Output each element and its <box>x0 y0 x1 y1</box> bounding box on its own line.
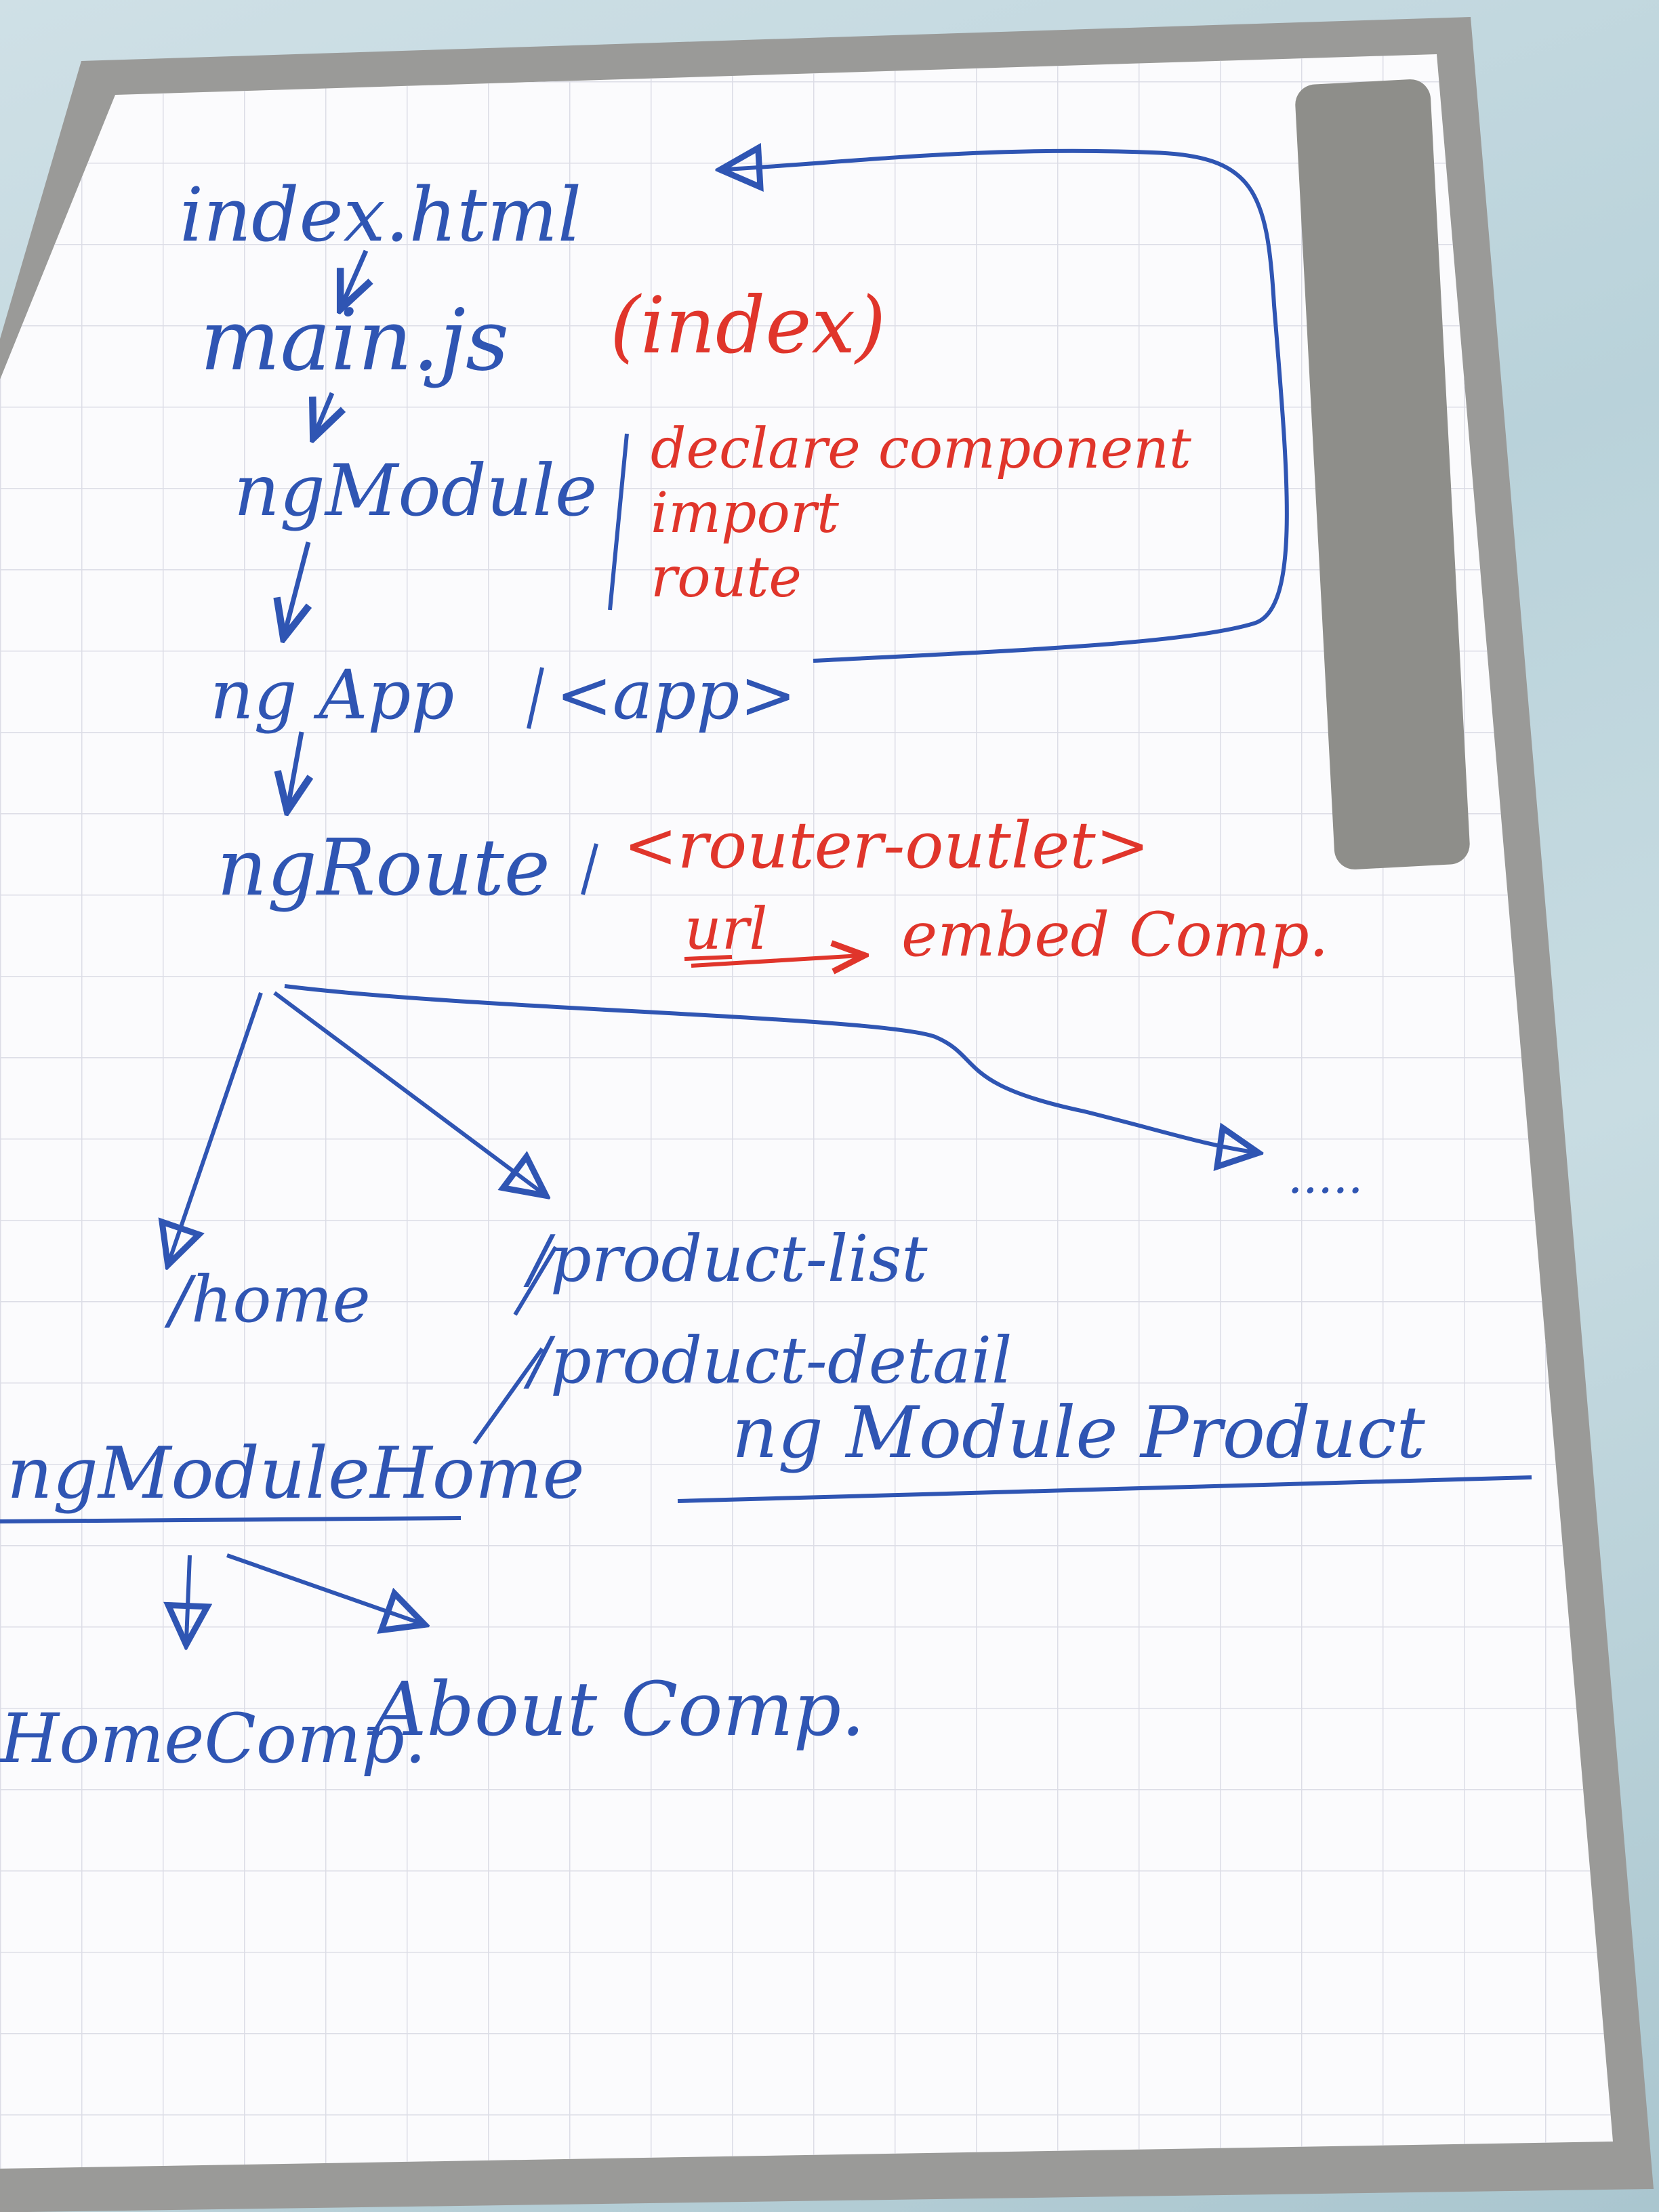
node-main-js-note: (index) <box>610 281 886 371</box>
route-product-detail: /product-detail <box>523 1324 1012 1398</box>
separator-ng-app <box>527 667 544 729</box>
separator-ng-route <box>581 843 598 895</box>
url-label: url <box>684 896 768 963</box>
branch-to-more <box>284 984 1254 1152</box>
route-home: /home <box>164 1263 371 1337</box>
arrow-to-home-comp <box>186 1555 190 1640</box>
board-clip <box>1295 79 1470 869</box>
branch-to-product <box>273 991 542 1193</box>
node-ng-module: ngModule <box>234 449 597 532</box>
node-ng-app: ng App <box>210 655 454 735</box>
home-comp: HomeComp. <box>0 1699 426 1778</box>
board-grid <box>0 54 1613 2169</box>
separator-ng-module <box>608 433 629 611</box>
module-product-underline <box>677 1475 1532 1503</box>
product-routes-bracket <box>472 1246 558 1445</box>
arrow-app-to-route <box>288 731 302 806</box>
embed-comp-label: embed Comp. <box>901 899 1328 970</box>
node-ng-route: ngRoute <box>217 823 550 914</box>
route-ellipsis: ..... <box>1288 1149 1363 1204</box>
arrow-module-to-app <box>285 541 308 634</box>
module-home-underline <box>0 1516 462 1523</box>
module-home: ngModuleHome <box>7 1432 585 1515</box>
arrow-to-about-comp <box>226 1553 420 1623</box>
url-underline <box>684 955 733 961</box>
node-main-js: main.js <box>200 291 509 390</box>
ng-module-note-import: import <box>651 481 840 546</box>
branch-to-home <box>169 992 263 1261</box>
module-product: ng Module Product <box>732 1391 1426 1474</box>
feedback-loop-arrow <box>725 151 1289 663</box>
node-ng-app-tag: <app> <box>556 655 796 735</box>
arrow-index-to-main <box>342 249 366 305</box>
node-index-html: index.html <box>180 171 581 258</box>
arrow-main-to-module <box>315 392 332 434</box>
url-to-embed-arrow <box>691 956 861 966</box>
ng-module-note-declare: declare component <box>651 417 1192 481</box>
node-ng-route-tag: <router-outlet> <box>623 808 1149 883</box>
route-product-list: /product-list <box>523 1222 928 1296</box>
about-comp: About Comp. <box>367 1666 865 1753</box>
ng-module-note-route: route <box>651 546 802 610</box>
